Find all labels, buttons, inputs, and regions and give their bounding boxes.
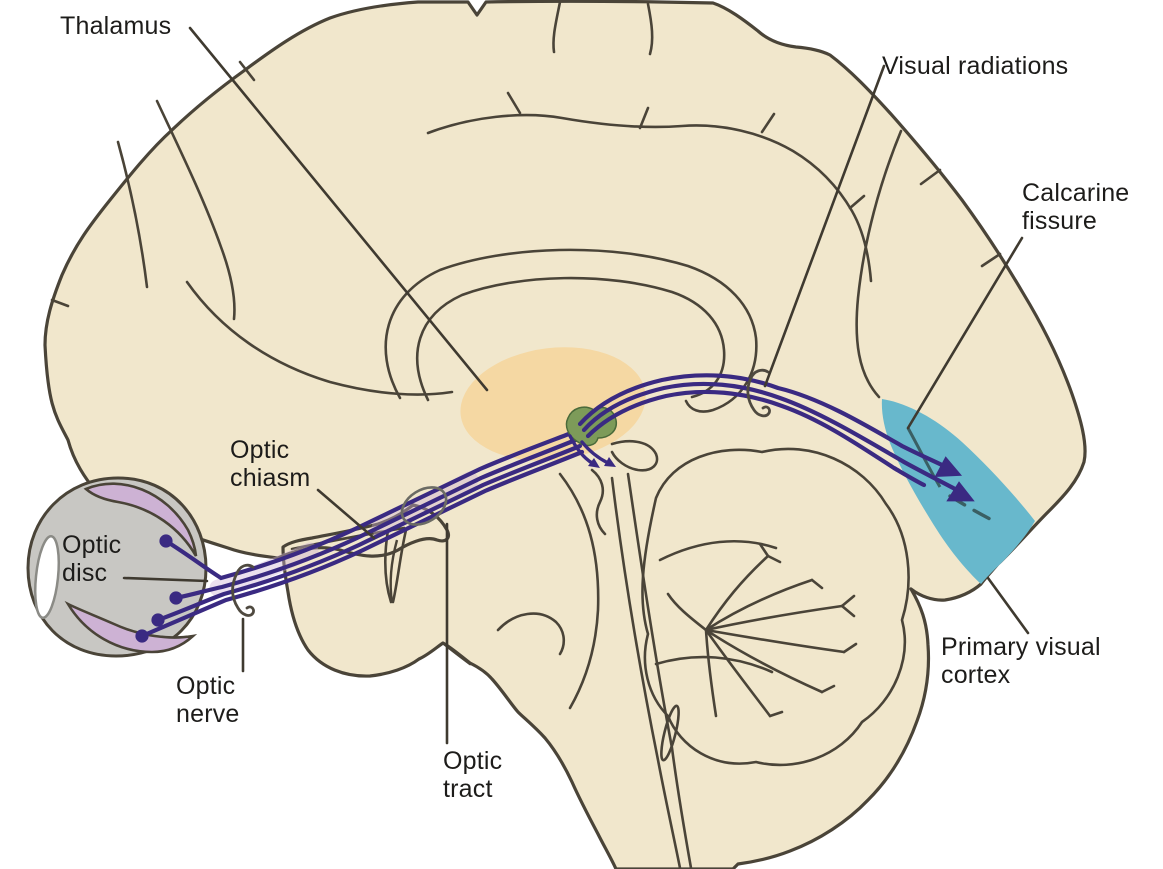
calcarine-fissure-leader <box>906 236 1024 430</box>
retina-upper <box>83 482 198 557</box>
brachium-fiber-1 <box>568 434 594 465</box>
thalamus-label: Thalamus <box>60 12 171 40</box>
optic-disc-leader <box>122 576 209 583</box>
brachium-arrowhead-1 <box>588 458 600 468</box>
retina-lower <box>64 600 198 654</box>
visual-radiations-label-text: Visual radiations <box>882 52 1069 80</box>
primary-visual-cortex-leader <box>986 576 1030 635</box>
thalamus-leader <box>188 26 489 392</box>
optic-pathway-fibers <box>135 429 585 643</box>
optic-chiasm-ring <box>400 486 448 526</box>
retina-fiber-origin-4 <box>135 629 149 643</box>
calcarine-fissure-line <box>906 427 942 488</box>
cerebellum <box>641 447 910 767</box>
visual-radiation-fiber-3 <box>585 389 927 488</box>
optic-nerve-fiber-1 <box>163 429 577 581</box>
radiation-arrowhead-1 <box>934 456 963 477</box>
optic-tract-label: Optic tract <box>443 747 503 803</box>
retina-fiber-origin-3 <box>151 613 165 627</box>
visual-radiation-fiber-1 <box>577 373 947 469</box>
eye-lens <box>34 534 60 620</box>
visual-radiations-label: Visual radiations <box>882 52 1068 80</box>
leader-lines <box>122 26 1030 745</box>
thalamus-label-text: Thalamus <box>60 12 172 40</box>
brachium-fiber-2 <box>580 440 610 465</box>
radiation-arrowhead-2 <box>946 481 975 502</box>
optic-nerve-label: Optic nerve <box>176 672 240 728</box>
optic-nerve-fiber-2 <box>173 436 581 601</box>
lateral-geniculate-shape <box>565 406 618 447</box>
primary-visual-cortex-label: Primary visual cortex <box>941 633 1101 689</box>
visual-radiations-leader <box>763 64 886 388</box>
temporal-stalk <box>389 539 399 603</box>
optic-chiasm-label: Optic chiasm <box>230 436 311 492</box>
retina-fiber-origin-2 <box>169 591 183 605</box>
visual-radiation-fibers <box>568 373 958 492</box>
cortical-sulci <box>50 0 1002 869</box>
optic-nerve-fiber-4 <box>139 449 585 639</box>
optic-nerve-fiber-3 <box>155 443 583 623</box>
optic-disc-label: Optic disc <box>62 531 122 587</box>
visual-radiation-fiber-2 <box>581 381 958 492</box>
optic-chiasm-leader <box>316 488 376 540</box>
retina-fiber-origin-1 <box>159 534 173 548</box>
brachium-arrowhead-2 <box>604 457 616 467</box>
calcarine-fissure-label: Calcarine fissure <box>1022 179 1130 235</box>
visual-radiations-bracket <box>746 368 771 418</box>
optic-nerve-bracket <box>231 563 255 617</box>
